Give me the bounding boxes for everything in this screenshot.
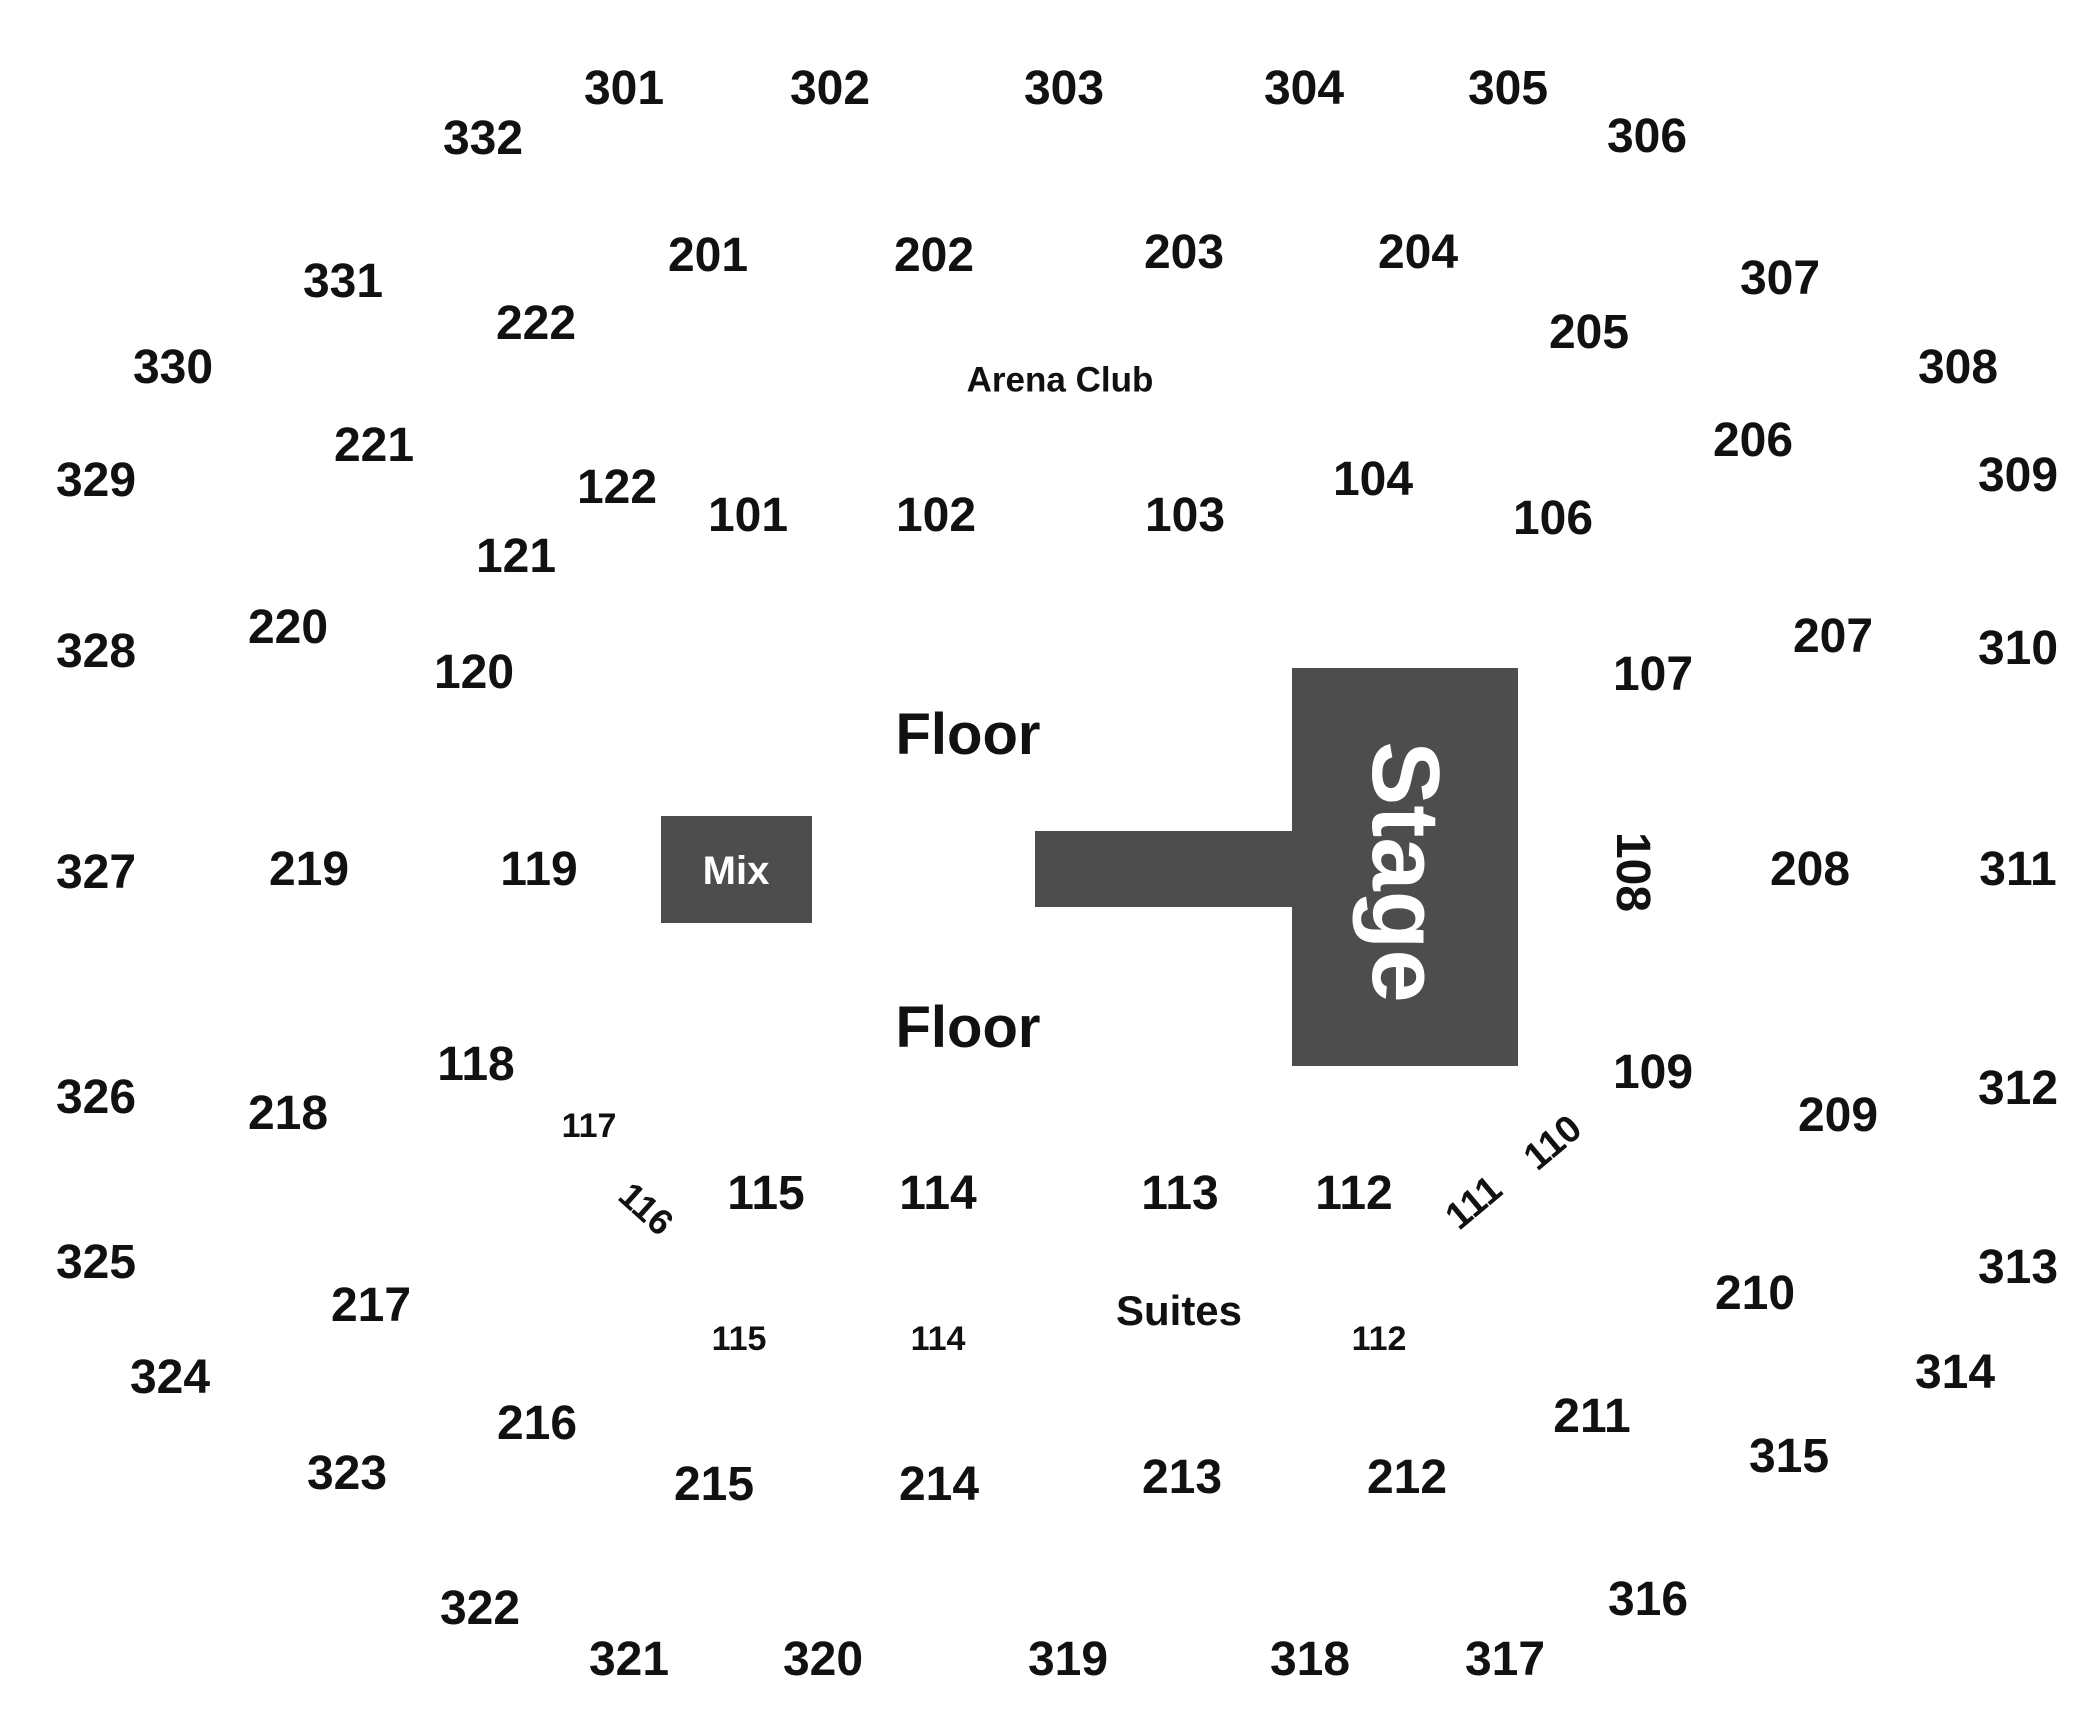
arena-club-label[interactable]: Arena Club	[966, 360, 1154, 400]
section-322[interactable]: 322	[439, 1582, 521, 1635]
section-303[interactable]: 303	[1023, 62, 1105, 115]
section-120[interactable]: 120	[433, 646, 515, 699]
section-309[interactable]: 309	[1977, 449, 2059, 502]
section-301[interactable]: 301	[583, 62, 665, 115]
section-110[interactable]: 110	[1516, 1107, 1590, 1179]
section-325[interactable]: 325	[55, 1236, 137, 1289]
section-311[interactable]: 311	[1979, 843, 2057, 896]
section-112[interactable]: 112	[1315, 1167, 1393, 1220]
stage-runway	[1035, 831, 1295, 907]
section-323[interactable]: 323	[306, 1447, 388, 1500]
section-331[interactable]: 331	[302, 255, 384, 308]
section-314[interactable]: 314	[1914, 1346, 1996, 1399]
section-307[interactable]: 307	[1739, 252, 1821, 305]
section-320[interactable]: 320	[782, 1633, 864, 1686]
suite-115[interactable]: 115	[711, 1320, 767, 1358]
section-205[interactable]: 205	[1548, 306, 1630, 359]
section-101[interactable]: 101	[707, 489, 789, 542]
section-208[interactable]: 208	[1769, 843, 1851, 896]
section-220[interactable]: 220	[247, 601, 329, 654]
section-310[interactable]: 310	[1977, 622, 2059, 675]
section-209[interactable]: 209	[1797, 1089, 1879, 1142]
section-219[interactable]: 219	[268, 843, 350, 896]
section-108[interactable]: 108	[1606, 831, 1659, 913]
section-116[interactable]: 116	[611, 1173, 682, 1244]
section-328[interactable]: 328	[55, 625, 137, 678]
floor-label-top[interactable]: Floor	[895, 702, 1041, 767]
section-114[interactable]: 114	[899, 1167, 977, 1220]
section-109[interactable]: 109	[1612, 1046, 1694, 1099]
section-118[interactable]: 118	[437, 1038, 515, 1091]
section-214[interactable]: 214	[898, 1458, 980, 1511]
section-302[interactable]: 302	[789, 62, 871, 115]
section-222[interactable]: 222	[495, 297, 577, 350]
section-207[interactable]: 207	[1792, 610, 1874, 663]
mix-label: Mix	[702, 849, 770, 893]
section-315[interactable]: 315	[1748, 1430, 1830, 1483]
section-121[interactable]: 121	[475, 530, 557, 583]
section-216[interactable]: 216	[496, 1397, 578, 1450]
section-210[interactable]: 210	[1714, 1267, 1796, 1320]
section-103[interactable]: 103	[1144, 489, 1226, 542]
suite-112[interactable]: 112	[1351, 1320, 1407, 1358]
section-117[interactable]: 117	[561, 1107, 617, 1145]
section-324[interactable]: 324	[129, 1351, 211, 1404]
section-304[interactable]: 304	[1263, 62, 1345, 115]
section-212[interactable]: 212	[1366, 1451, 1448, 1504]
section-111[interactable]: 111	[1437, 1167, 1511, 1239]
section-313[interactable]: 313	[1977, 1241, 2059, 1294]
section-119[interactable]: 119	[500, 843, 578, 896]
section-332[interactable]: 332	[442, 112, 524, 165]
stage[interactable]	[1292, 668, 1518, 1066]
section-218[interactable]: 218	[247, 1087, 329, 1140]
section-326[interactable]: 326	[55, 1071, 137, 1124]
section-308[interactable]: 308	[1917, 341, 1999, 394]
section-327[interactable]: 327	[55, 846, 137, 899]
section-329[interactable]: 329	[55, 454, 137, 507]
section-211[interactable]: 211	[1553, 1390, 1631, 1443]
section-321[interactable]: 321	[588, 1633, 670, 1686]
section-115[interactable]: 115	[727, 1167, 805, 1220]
section-206[interactable]: 206	[1712, 414, 1794, 467]
section-306[interactable]: 306	[1606, 110, 1688, 163]
section-318[interactable]: 318	[1269, 1633, 1351, 1686]
section-106[interactable]: 106	[1512, 492, 1594, 545]
section-202[interactable]: 202	[893, 229, 975, 282]
section-221[interactable]: 221	[333, 419, 415, 472]
floor-label-bottom[interactable]: Floor	[895, 995, 1041, 1060]
section-316[interactable]: 316	[1607, 1573, 1689, 1626]
section-122[interactable]: 122	[576, 461, 658, 514]
stage-label: Stage	[1352, 741, 1459, 1003]
section-201[interactable]: 201	[667, 229, 749, 282]
section-330[interactable]: 330	[132, 341, 214, 394]
section-204[interactable]: 204	[1377, 226, 1459, 279]
section-203[interactable]: 203	[1143, 226, 1225, 279]
suites-label[interactable]: Suites	[1115, 1287, 1243, 1334]
section-107[interactable]: 107	[1612, 648, 1694, 701]
section-319[interactable]: 319	[1027, 1633, 1109, 1686]
suite-114[interactable]: 114	[910, 1320, 966, 1358]
section-213[interactable]: 213	[1141, 1451, 1223, 1504]
section-305[interactable]: 305	[1467, 62, 1549, 115]
section-215[interactable]: 215	[673, 1458, 755, 1511]
section-104[interactable]: 104	[1332, 453, 1414, 506]
mix-position[interactable]	[661, 816, 812, 923]
section-217[interactable]: 217	[330, 1279, 412, 1332]
section-113[interactable]: 113	[1141, 1167, 1219, 1220]
section-317[interactable]: 317	[1464, 1633, 1546, 1686]
section-312[interactable]: 312	[1977, 1062, 2059, 1115]
section-102[interactable]: 102	[895, 489, 977, 542]
